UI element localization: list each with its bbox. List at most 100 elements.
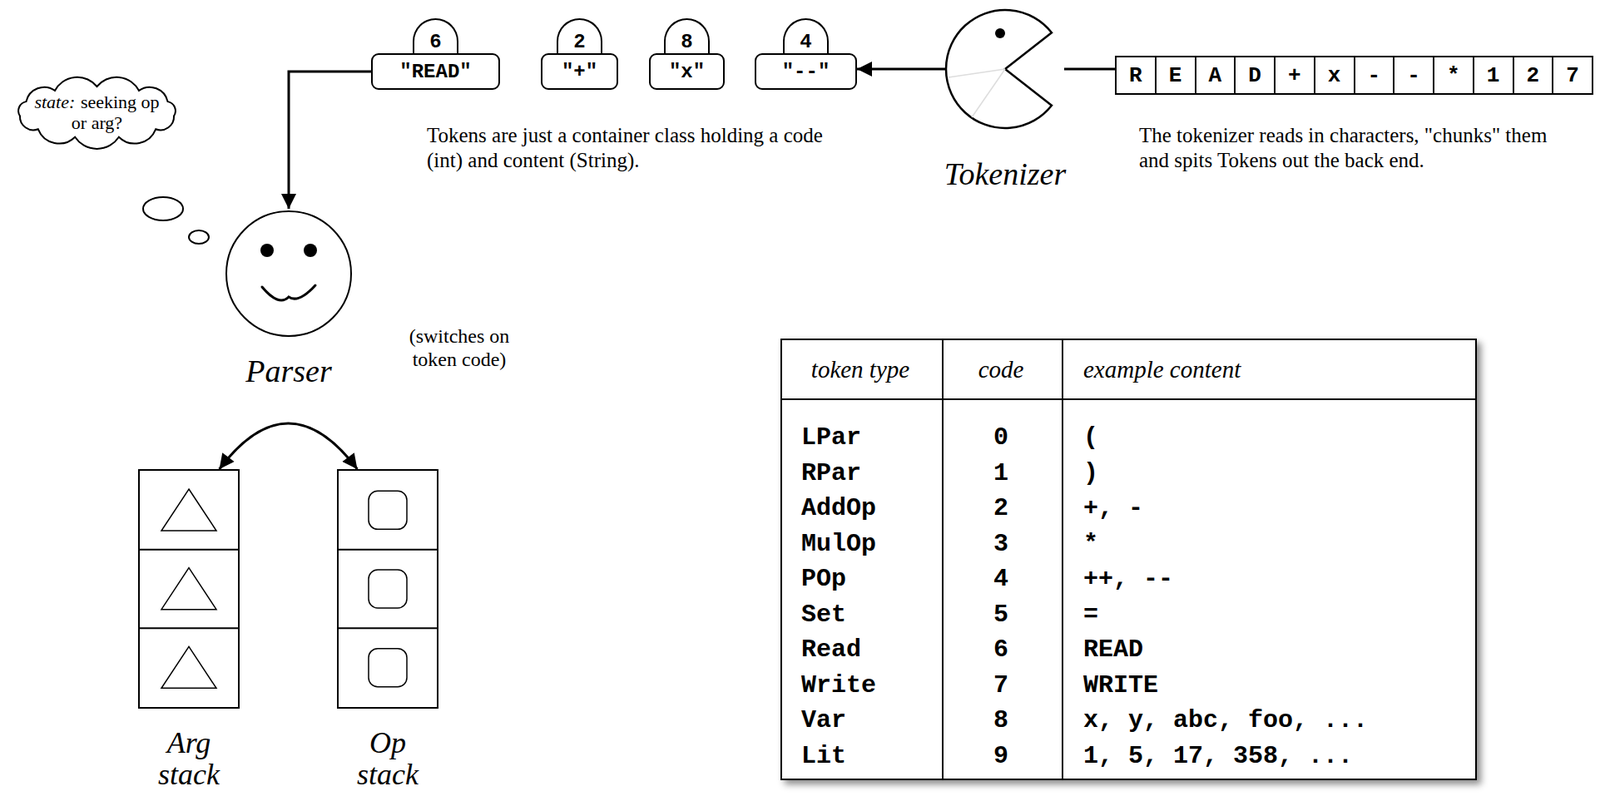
table-cell: 9 — [993, 742, 1009, 772]
table-cell: LPar — [801, 423, 862, 453]
tokenizer-pacman — [946, 9, 1065, 129]
op-square — [368, 569, 407, 609]
parser-label: Parser — [245, 353, 332, 389]
table-rule — [782, 398, 1476, 401]
table-cell: Read — [801, 635, 862, 665]
table-cell: code — [978, 355, 1025, 384]
stack-divider — [338, 549, 437, 551]
table-cell: example content — [1083, 355, 1241, 384]
table-cell: 7 — [993, 671, 1009, 701]
table-cell: 5 — [993, 600, 1009, 630]
char-text: 2 — [1526, 63, 1541, 89]
token-code: 8 — [663, 18, 710, 55]
arg-triangle — [161, 568, 217, 610]
table-cell: 4 — [993, 564, 1009, 595]
stack-node: Arg stack — [138, 469, 240, 709]
op-square — [368, 490, 407, 530]
connector — [1064, 68, 1115, 71]
table-cell: * — [1083, 530, 1099, 560]
table-cell: 1, 5, 17, 358, ... — [1083, 742, 1353, 772]
table-rule — [1061, 340, 1064, 779]
table-cell: POp — [801, 564, 847, 595]
table-cell: 2 — [993, 494, 1009, 524]
stack-divider — [139, 627, 238, 630]
char-cell: - — [1392, 55, 1435, 95]
token-content: "--" — [754, 53, 857, 90]
stack-divider — [139, 549, 238, 551]
char-cell: R — [1114, 55, 1157, 95]
table-cell: READ — [1083, 635, 1144, 665]
cloud-node: state:seeking op or arg? — [12, 81, 182, 144]
char-cell: + — [1273, 55, 1316, 95]
table-cell: WRITE — [1083, 671, 1159, 701]
char-cell: 1 — [1472, 55, 1515, 95]
token: 8 "x" — [648, 18, 725, 90]
arg-triangle — [161, 646, 217, 689]
char-text: + — [1287, 63, 1302, 89]
char-text: E — [1169, 63, 1183, 89]
token-content-text: "--" — [782, 60, 831, 84]
connector — [219, 423, 358, 470]
cloud-text: state:seeking op or arg? — [30, 91, 164, 134]
face-smile — [262, 285, 316, 301]
token-code-text: 4 — [799, 30, 812, 54]
char-cell: A — [1194, 55, 1237, 95]
table-cell: MulOp — [801, 530, 877, 560]
side-note: (switches on token code) — [388, 324, 531, 372]
op-square — [368, 648, 407, 688]
connector — [856, 68, 947, 71]
table-cell: 6 — [993, 635, 1009, 665]
connector — [288, 71, 372, 209]
face-eye — [260, 243, 274, 258]
stack-label: Arg stack — [147, 727, 231, 791]
char-text: R — [1129, 63, 1143, 89]
stack-cells — [139, 470, 238, 708]
table-cell: 3 — [993, 530, 1009, 560]
table-rule — [941, 340, 944, 779]
table-cell: 0 — [993, 423, 1009, 453]
token-code-text: 6 — [429, 30, 441, 54]
thought-bubble — [188, 230, 209, 244]
token-content-text: "READ" — [399, 60, 471, 84]
char-cell: x — [1313, 55, 1356, 95]
thought-bubble — [143, 197, 184, 221]
pacman-fold — [971, 69, 1006, 118]
table-cell: Set — [801, 600, 847, 630]
char-cell: 2 — [1512, 55, 1555, 95]
table-cell: token type — [811, 355, 910, 384]
state-text: seeking op or arg? — [71, 91, 160, 134]
table-cell: 8 — [993, 706, 1009, 736]
stack-label: Op stack — [346, 727, 430, 791]
char-cell: 7 — [1551, 55, 1594, 95]
table-cell: ) — [1083, 459, 1099, 489]
token: 2 "+" — [540, 18, 619, 90]
token-code-text: 2 — [573, 30, 585, 54]
tokenizer-label: Tokenizer — [944, 156, 1066, 192]
pacman-eye — [995, 28, 1006, 39]
state-label: state: — [34, 91, 75, 113]
table-cell: RPar — [801, 459, 862, 489]
pacman-body — [946, 9, 1052, 129]
char-cell: - — [1353, 55, 1396, 95]
table-cell: x, y, abc, foo, ... — [1083, 706, 1368, 736]
token-code: 4 — [782, 18, 829, 55]
face-node: Parser — [225, 210, 352, 337]
char-text: x — [1327, 63, 1342, 89]
table-cell: 1 — [993, 459, 1009, 489]
stack-divider — [338, 627, 437, 630]
char-cell: D — [1233, 55, 1276, 95]
stack-node: Op stack — [336, 469, 439, 709]
table-cell: Lit — [801, 742, 847, 772]
char-cell: * — [1432, 55, 1475, 95]
token-content-text: "+" — [561, 60, 598, 84]
stack-cells — [338, 470, 437, 708]
caption-note: Tokens are just a container class holdin… — [426, 123, 837, 173]
token-content-text: "x" — [668, 60, 705, 84]
char-text: 1 — [1486, 63, 1501, 89]
token-code-text: 8 — [680, 30, 693, 54]
token: 6 "READ" — [371, 18, 501, 90]
face-eye — [303, 243, 318, 258]
table-cell: Var — [801, 706, 847, 736]
cloud-outline — [18, 77, 176, 149]
token-code: 6 — [412, 18, 459, 55]
